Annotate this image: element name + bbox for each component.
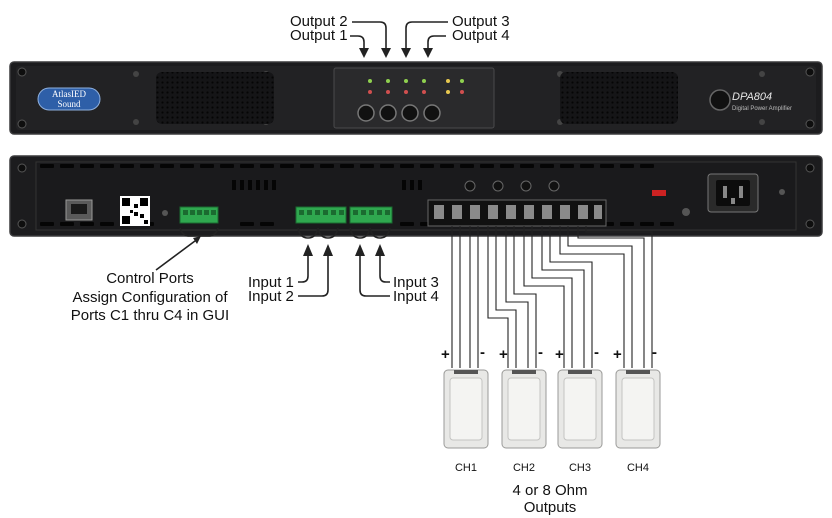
impedance-label-line2: Outputs bbox=[523, 499, 577, 516]
speaker-wires bbox=[451, 226, 653, 368]
ch3-label: CH3 bbox=[568, 462, 591, 474]
assign-configuration-label: Assign Configuration of bbox=[72, 289, 228, 306]
ch2-minus: - bbox=[538, 344, 543, 361]
control-ports-label: Control Ports bbox=[106, 270, 194, 287]
rack-hole bbox=[805, 119, 815, 129]
speaker-icon bbox=[443, 369, 489, 449]
output-4-label: Output 4 bbox=[452, 27, 510, 44]
brand-line1: AtlasIED bbox=[52, 89, 86, 99]
speaker-icon bbox=[501, 369, 547, 449]
bracket-icon bbox=[297, 227, 319, 239]
qr-code-icon bbox=[120, 196, 150, 226]
output-3-label: Output 3 bbox=[452, 13, 510, 30]
brand-line2: Sound bbox=[57, 99, 81, 109]
input-arrowheads bbox=[303, 244, 385, 256]
input-3-label: Input 3 bbox=[393, 274, 439, 291]
front-vent-right bbox=[560, 72, 678, 124]
impedance-label-line1: 4 or 8 Ohm bbox=[512, 482, 588, 499]
power-inlet-icon bbox=[707, 173, 759, 213]
front-vent-left bbox=[156, 72, 274, 124]
input-4-label: Input 4 bbox=[393, 288, 439, 305]
front-panel: AtlasIED Sound DPA804 Digital bbox=[9, 61, 823, 135]
brand-logo: AtlasIED Sound bbox=[37, 87, 101, 111]
rack-hole bbox=[805, 67, 815, 77]
model-name: DPA804 bbox=[732, 91, 772, 103]
output-1-knob[interactable] bbox=[357, 104, 375, 122]
input-brackets bbox=[297, 227, 391, 297]
control-bracket bbox=[155, 227, 219, 271]
ch1-plus: + bbox=[441, 346, 450, 363]
bracket-icon bbox=[179, 227, 219, 237]
arrow-down-icon bbox=[350, 35, 365, 48]
arrow-down-icon bbox=[405, 21, 448, 48]
front-control-panel bbox=[333, 67, 495, 129]
ethernet-port-icon[interactable] bbox=[65, 199, 93, 221]
speaker-icon bbox=[557, 369, 603, 449]
ch4-minus: - bbox=[652, 344, 657, 361]
output-2-label: Output 2 bbox=[290, 13, 348, 30]
ports-c1-c4-label: Ports C1 thru C4 in GUI bbox=[70, 307, 230, 324]
rear-panel bbox=[9, 155, 823, 237]
control-port-terminal[interactable] bbox=[179, 206, 219, 224]
bracket-icon bbox=[349, 227, 371, 239]
ch4-label: CH4 bbox=[626, 462, 649, 474]
rack-hole bbox=[17, 119, 27, 129]
ch1-minus: - bbox=[480, 344, 485, 361]
output-3-knob[interactable] bbox=[401, 104, 419, 122]
power-button[interactable] bbox=[709, 89, 731, 111]
rack-hole bbox=[17, 67, 27, 77]
speakers bbox=[443, 369, 661, 449]
ch4-plus: + bbox=[613, 346, 622, 363]
bracket-icon bbox=[317, 227, 339, 239]
model-subtitle: Digital Power Amplifier bbox=[732, 106, 792, 112]
input-terminal-1-2[interactable] bbox=[295, 206, 347, 224]
speaker-icon bbox=[615, 369, 661, 449]
input-2-label: Input 2 bbox=[248, 288, 294, 305]
output-arrows bbox=[350, 21, 448, 48]
output-4-knob[interactable] bbox=[423, 104, 441, 122]
input-terminal-3-4[interactable] bbox=[349, 206, 393, 224]
dip-switch[interactable] bbox=[652, 190, 666, 196]
ch3-minus: - bbox=[594, 344, 599, 361]
output-1-label: Output 1 bbox=[290, 27, 348, 44]
ch2-label: CH2 bbox=[512, 462, 535, 474]
ch3-plus: + bbox=[555, 346, 564, 363]
speaker-output-terminal-strip[interactable] bbox=[427, 199, 607, 227]
bracket-icon bbox=[369, 227, 391, 239]
channel-leds bbox=[368, 79, 464, 94]
arrow-down-icon bbox=[352, 21, 387, 48]
ch2-plus: + bbox=[499, 346, 508, 363]
output-2-knob[interactable] bbox=[379, 104, 397, 122]
output-arrowheads bbox=[359, 48, 433, 58]
ch1-label: CH1 bbox=[454, 462, 477, 474]
arrow-down-icon bbox=[427, 35, 446, 48]
input-1-label: Input 1 bbox=[248, 274, 294, 291]
